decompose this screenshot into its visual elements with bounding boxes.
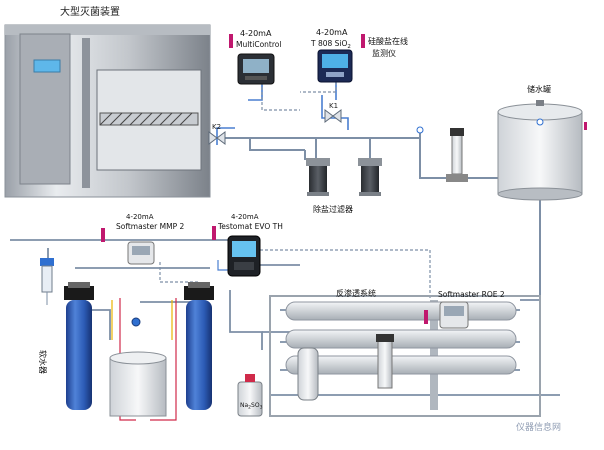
testomat-analyzer	[227, 235, 261, 277]
roe-name: Softmaster ROE 2	[438, 290, 505, 299]
softener-column-right	[184, 282, 214, 410]
testomat-name: Testomat EVO TH	[217, 222, 283, 231]
silicate-name-line1: 硅酸盐在线	[368, 36, 408, 46]
silicate-model-sub: 2	[347, 44, 351, 50]
chemical-bottle-label: Na	[240, 402, 248, 409]
softmaster-roe-controller	[439, 301, 469, 329]
softmaster-mmp-controller	[127, 241, 155, 265]
sterilizer-display	[33, 59, 61, 73]
chemical-bottle-mid: SO	[251, 402, 260, 409]
level-sensor	[536, 118, 544, 126]
mmp-range: 4-20mA	[126, 213, 154, 221]
ro-high-pressure-pump	[376, 334, 394, 389]
ro-membrane-2	[285, 329, 517, 349]
silicate-name-line2: 监测仪	[372, 48, 396, 58]
storage-tank-label: 储水罐	[527, 84, 551, 94]
valve-k1-label: K1	[329, 102, 338, 110]
chemical-bottle-sub2: 3	[260, 405, 263, 411]
silicate-sensor-tag	[361, 34, 365, 48]
testomat-range: 4-20mA	[231, 213, 259, 221]
svg-text:T 808 SiO2: T 808 SiO2	[310, 39, 351, 50]
demin-filter-left	[306, 158, 330, 196]
multicontrol-range: 4-20mA	[240, 29, 272, 38]
pre-filter	[40, 258, 54, 305]
mmp-sensor-tag	[101, 228, 105, 242]
lower-dashed-lines	[159, 249, 431, 300]
sterilizer-label: 大型灭菌装置	[60, 5, 120, 18]
sterilizer-unit	[4, 24, 211, 198]
ro-membrane-1	[285, 301, 517, 321]
lower-signal-lines	[111, 260, 232, 421]
ro-membrane-3	[285, 355, 517, 375]
valve-k2	[208, 131, 226, 145]
watermark-text: 仪器信息网	[516, 421, 561, 433]
tank-sensor-tag	[584, 122, 587, 130]
ro-cartridge-filter	[297, 347, 319, 401]
multicontrol-sensor-tag	[229, 34, 233, 48]
softener-label: 软水器	[38, 350, 48, 374]
valve-k1	[324, 109, 342, 123]
ro-system-label: 反渗透系统	[336, 288, 376, 298]
brine-tank	[109, 351, 167, 417]
flow-sensor	[416, 126, 424, 134]
demin-filter-label: 除盐过滤器	[313, 204, 353, 214]
testomat-sensor-tag	[212, 226, 216, 240]
silicate-model: T 808 SiO	[310, 39, 348, 48]
chemical-bottle	[237, 374, 263, 417]
svg-text:Na2SO3: Na2SO3	[240, 402, 263, 411]
silicate-analyzer	[317, 49, 353, 83]
water-meter	[131, 317, 141, 327]
transfer-pump	[446, 128, 468, 182]
multicontrol-controller	[237, 53, 275, 85]
storage-tank	[497, 100, 583, 201]
mmp-name: Softmaster MMP 2	[116, 222, 184, 231]
demin-filter-right	[358, 158, 382, 196]
silicate-range: 4-20mA	[316, 28, 348, 37]
roe-sensor-tag	[424, 310, 428, 324]
multicontrol-name: MultiControl	[236, 40, 281, 49]
ro-frame	[269, 295, 541, 417]
chemical-bottle-sub1: 2	[248, 405, 251, 411]
valve-k2-label: K2	[212, 123, 221, 131]
softener-column-left	[64, 282, 94, 410]
